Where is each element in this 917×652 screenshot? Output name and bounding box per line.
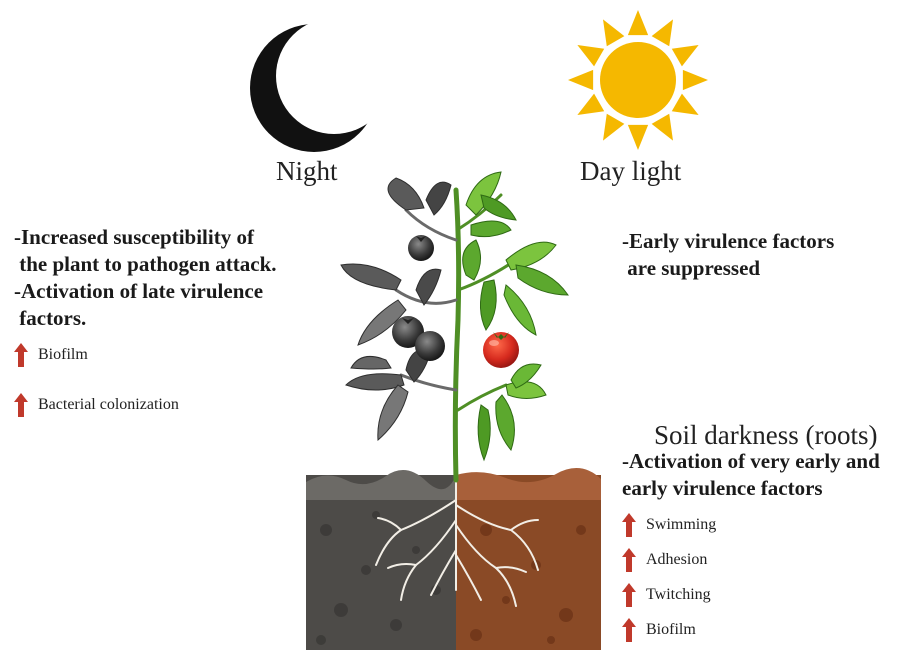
soil-effect-line: early virulence factors (622, 475, 880, 502)
list-item: Adhesion (622, 547, 716, 573)
list-item-label: Biofilm (38, 346, 88, 364)
dark-tomatoes (392, 235, 445, 361)
day-effect-line: are suppressed (622, 255, 834, 282)
sun-icon (566, 8, 710, 152)
night-effect-line: -Activation of late virulence (14, 278, 277, 305)
list-item: Swimming (622, 512, 716, 538)
list-item: Bacterial colonization (14, 392, 179, 418)
soil-effects: -Activation of very early and early viru… (622, 448, 880, 502)
sun-ray (628, 125, 648, 150)
list-item-label: Swimming (646, 516, 716, 534)
day-effect-line: -Early virulence factors (622, 228, 834, 255)
up-arrow-icon (14, 393, 28, 417)
night-effect-line: factors. (14, 305, 277, 332)
sun-ray (683, 70, 708, 90)
list-item-label: Twitching (646, 586, 711, 604)
up-arrow-icon (622, 618, 636, 642)
moon-icon (248, 18, 380, 158)
stem (455, 190, 458, 480)
up-arrow-icon (622, 583, 636, 607)
soil (306, 468, 601, 650)
sun-ray (568, 70, 593, 90)
night-effect-line: the plant to pathogen attack. (14, 251, 277, 278)
night-effect-line: -Increased susceptibility of (14, 224, 277, 251)
night-effects: -Increased susceptibility of the plant t… (14, 224, 277, 332)
list-item-label: Biofilm (646, 621, 696, 639)
up-arrow-icon (14, 343, 28, 367)
day-effects: -Early virulence factors are suppressed (622, 228, 834, 282)
list-item-label: Bacterial colonization (38, 396, 179, 414)
night-upregulated-list: Biofilm Bacterial colonization (14, 342, 179, 418)
plant-illustration (306, 170, 606, 650)
up-arrow-icon (622, 513, 636, 537)
sun-ray (628, 10, 648, 35)
list-item: Biofilm (14, 342, 179, 368)
list-item-label: Adhesion (646, 551, 707, 569)
up-arrow-icon (622, 548, 636, 572)
night-leaves (341, 178, 451, 440)
list-item: Biofilm (622, 617, 716, 643)
soil-darkness-label: Soil darkness (roots) (654, 420, 877, 451)
red-tomato (483, 332, 519, 368)
soil-upregulated-list: Swimming Adhesion Twitching Biofilm (622, 512, 716, 643)
soil-effect-line: -Activation of very early and (622, 448, 880, 475)
list-item: Twitching (622, 582, 716, 608)
